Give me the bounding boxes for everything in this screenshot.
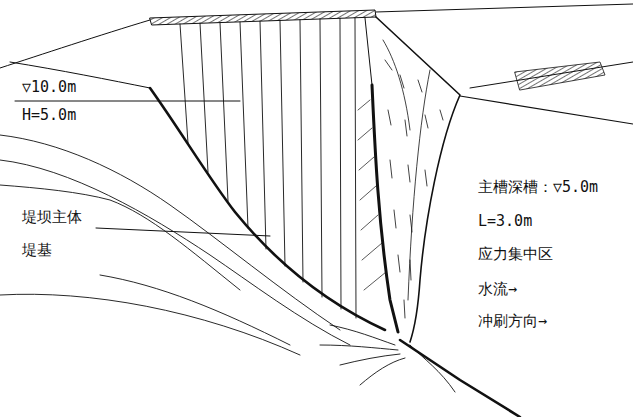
label-text: 应力集中区: [478, 245, 553, 263]
horizon-line: [376, 4, 633, 12]
leader-line: [96, 228, 270, 236]
strata-lines: [0, 135, 350, 355]
channel-texture: [383, 40, 443, 318]
level-line: [15, 101, 240, 102]
label-text: H=5.0m: [22, 106, 76, 124]
flow-lines: [320, 325, 455, 392]
label-text: 主槽深槽：▽5.0m: [478, 178, 598, 196]
label-text: 堤基: [22, 241, 52, 259]
dam-edge: [365, 18, 372, 85]
dam-hatch: [358, 100, 386, 290]
channel-wall: [376, 17, 460, 342]
label-text: ▽10.0m: [22, 78, 76, 96]
crack-line: [372, 85, 398, 332]
dam-crest: [150, 10, 376, 25]
plateau-edge: [460, 96, 633, 124]
label-text: 堤坝主体: [22, 208, 82, 226]
label-text: 水流→: [478, 280, 517, 298]
label-text: 冲刷方向→: [478, 312, 547, 330]
rock-patch: [515, 62, 605, 90]
label-text: L=3.0m: [478, 212, 532, 230]
dam-face: [150, 88, 385, 330]
dam-body-lines: [180, 18, 356, 318]
scour-line: [400, 340, 520, 417]
ridge-line: [0, 20, 150, 68]
